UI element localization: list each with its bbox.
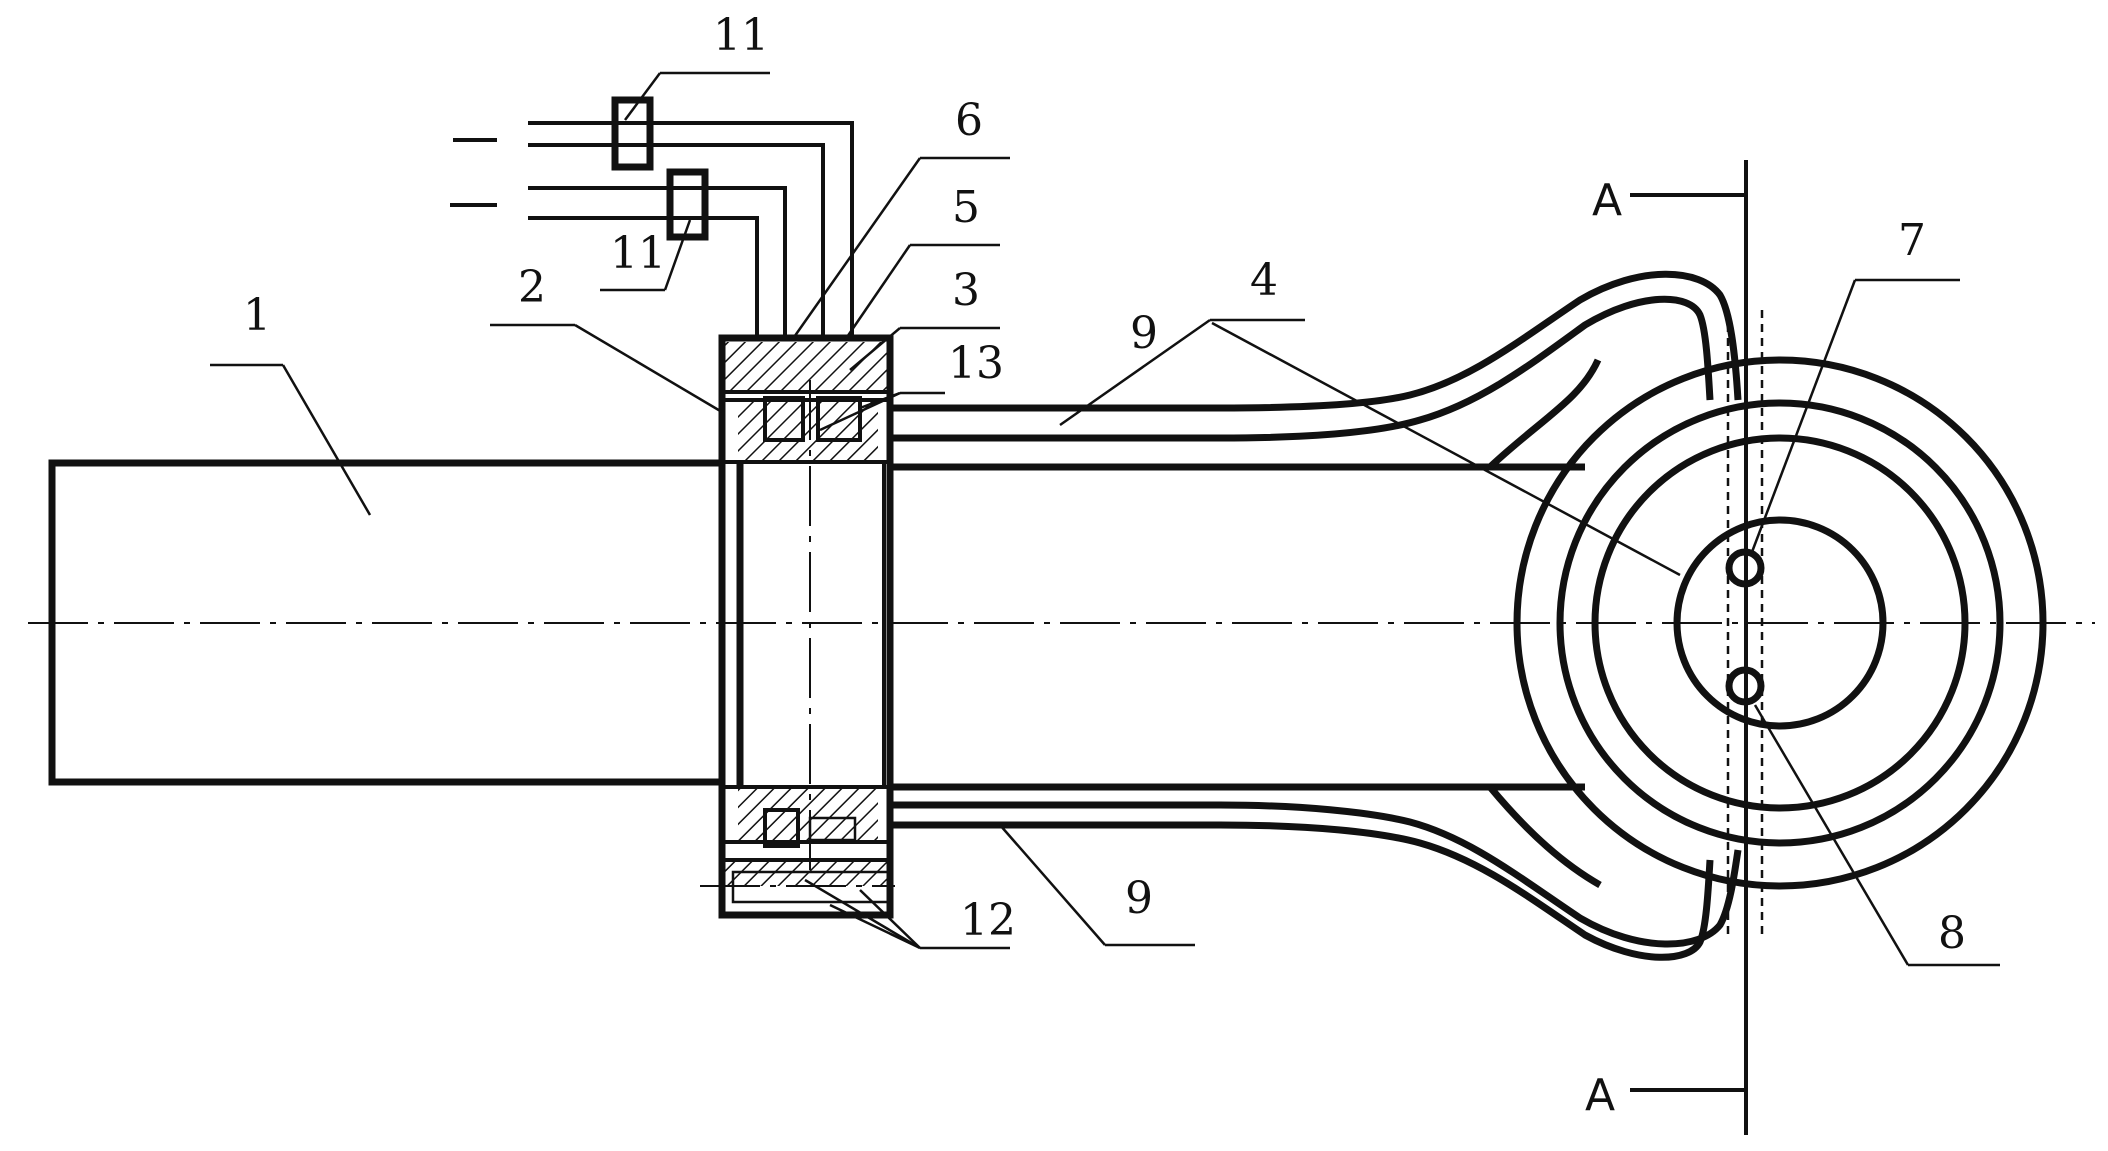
label-part-9-bottom: 9 — [1125, 873, 1153, 924]
label-part-5: 5 — [952, 182, 980, 233]
shaft-outline-right — [888, 467, 1585, 787]
coolant-tube-top-outer — [890, 274, 1738, 408]
label-part-6: 6 — [955, 95, 983, 146]
label-part-7: 7 — [1898, 215, 1926, 266]
section-label-top: A — [1592, 175, 1622, 226]
section-label-bottom: A — [1585, 1070, 1615, 1121]
label-part-3: 3 — [952, 265, 980, 316]
collar-bottom-inner-hatch — [738, 787, 878, 842]
label-part-13: 13 — [948, 338, 1004, 389]
collar-top-inner-hatch — [738, 400, 878, 462]
collar-top-cap-hatch — [725, 342, 887, 392]
pipe-outer — [528, 123, 852, 338]
label-part-2: 2 — [518, 262, 546, 313]
label-part-8: 8 — [1938, 908, 1966, 959]
label-part-9-top: 9 — [1130, 308, 1158, 359]
label-part-11-top: 11 — [713, 10, 769, 61]
label-part-1: 1 — [243, 290, 271, 341]
label-part-11-bottom: 11 — [610, 228, 666, 279]
label-part-4: 4 — [1250, 255, 1278, 306]
label-part-12: 12 — [960, 895, 1016, 946]
